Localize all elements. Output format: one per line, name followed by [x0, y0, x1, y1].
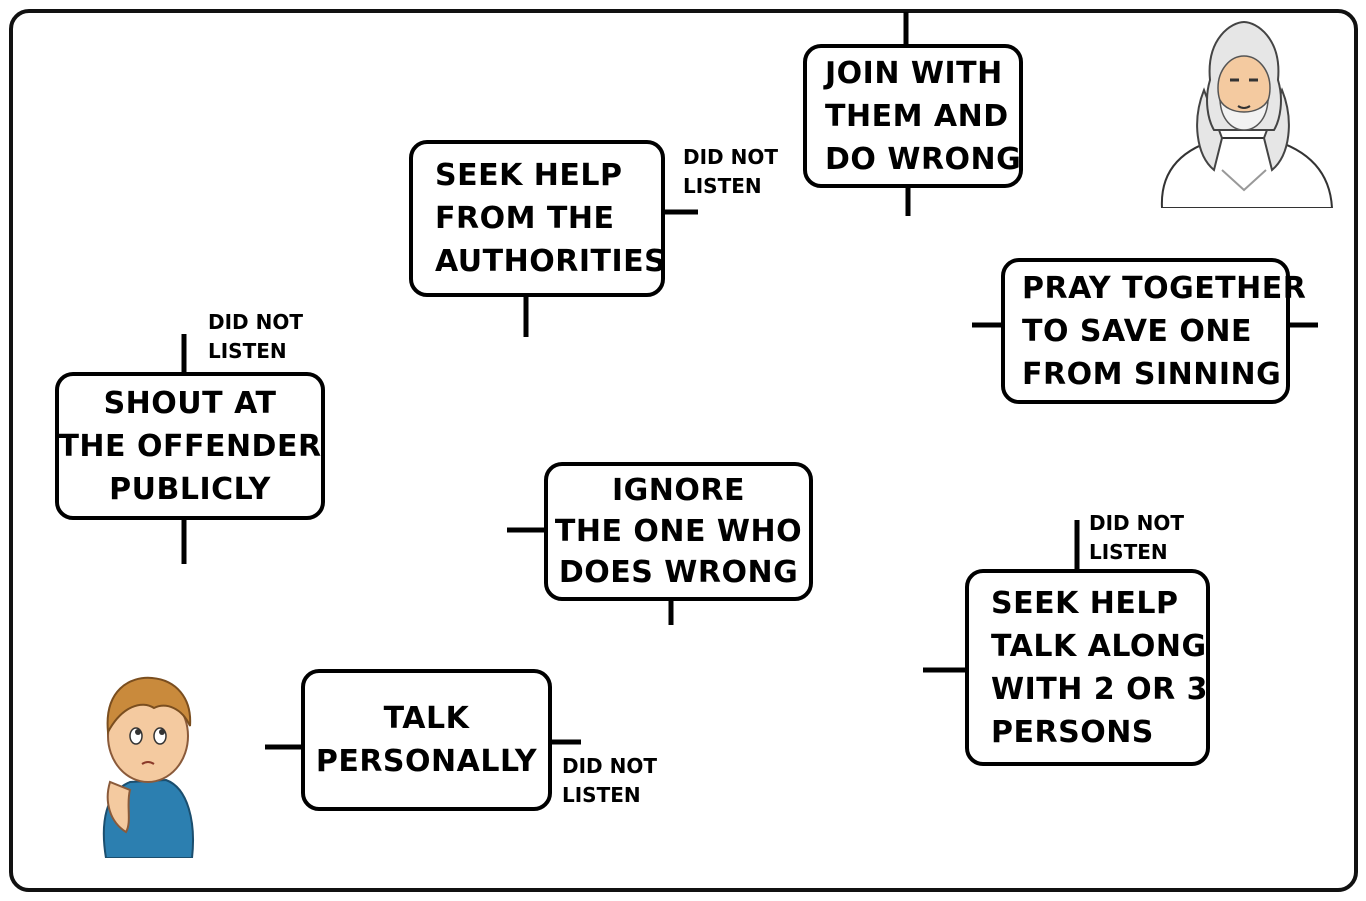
box-line: AUTHORITIES — [435, 244, 667, 279]
box-line: PRAY TOGETHER — [1022, 270, 1307, 306]
note-line: DID NOT — [683, 145, 778, 169]
box-shout-at-offender: SHOUT AT THE OFFENDER PUBLICLY — [55, 372, 325, 520]
box-line: WITH 2 OR 3 — [991, 671, 1209, 707]
box-line: DOES WRONG — [558, 555, 799, 590]
box-line: DO WRONG — [825, 141, 1022, 177]
box-line: THE ONE WHO — [554, 514, 803, 549]
note-line: LISTEN — [1089, 540, 1168, 564]
note-line: LISTEN — [683, 174, 762, 198]
jesus-figure-icon — [1160, 20, 1334, 208]
note-authorities-did-not-listen: DID NOT LISTEN — [683, 143, 778, 201]
note-line: DID NOT — [1089, 511, 1184, 535]
box-talk-personally: TALK PERSONALLY — [301, 669, 552, 811]
box-line: SEEK HELP — [435, 158, 623, 193]
box-seek-help-authorities: SEEK HELP FROM THE AUTHORITIES — [409, 140, 667, 297]
box-line: SHOUT AT — [103, 385, 277, 421]
box-join-with-them: JOIN WITH THEM AND DO WRONG — [803, 44, 1023, 188]
box-line: THE OFFENDER — [58, 428, 322, 464]
box-line: TO SAVE ONE — [1022, 313, 1252, 349]
box-ignore-wrongdoer: IGNORE THE ONE WHO DOES WRONG — [544, 462, 813, 601]
box-line: FROM SINNING — [1022, 356, 1282, 392]
box-line: THEM AND — [825, 98, 1009, 134]
box-seek-help-persons: SEEK HELP TALK ALONG WITH 2 OR 3 PERSONS — [965, 569, 1210, 766]
box-line: FROM THE — [435, 201, 615, 236]
note-line: DID NOT — [562, 754, 657, 778]
note-line: LISTEN — [208, 339, 287, 363]
box-pray-together: PRAY TOGETHER TO SAVE ONE FROM SINNING — [1001, 258, 1306, 404]
box-line: JOIN WITH — [825, 55, 1003, 91]
box-line: TALK ALONG — [991, 628, 1207, 664]
box-line: SEEK HELP — [991, 585, 1179, 621]
box-line: PERSONALLY — [315, 744, 538, 779]
box-line: IGNORE — [612, 473, 745, 508]
box-line: PERSONS — [991, 714, 1154, 750]
box-line: PUBLICLY — [109, 471, 271, 507]
note-line: DID NOT — [208, 310, 303, 334]
note-shout-did-not-listen: DID NOT LISTEN — [208, 308, 303, 366]
note-persons-did-not-listen: DID NOT LISTEN — [1089, 509, 1184, 567]
thinking-boy-icon — [102, 676, 194, 858]
box-line: TALK — [383, 701, 470, 736]
note-line: LISTEN — [562, 783, 641, 807]
note-talk-did-not-listen: DID NOT LISTEN — [562, 752, 657, 810]
